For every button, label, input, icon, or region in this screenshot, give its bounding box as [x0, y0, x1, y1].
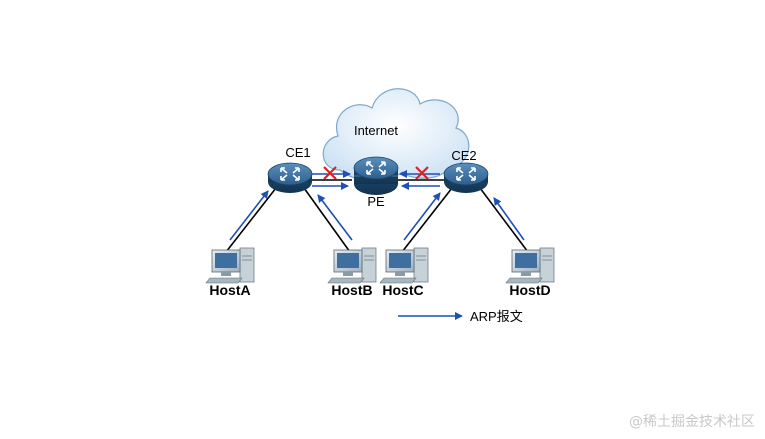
blocked-cross-left: [323, 166, 337, 180]
hostc-pc-icon: [379, 247, 429, 284]
ce2-router-icon: [443, 162, 489, 194]
pe-label: PE: [367, 194, 385, 209]
arp-arrows: [229, 170, 525, 241]
arrow-hosta-ce1: [229, 190, 269, 241]
link-ce2-hostc: [401, 187, 453, 253]
blocked-cross-right: [415, 166, 429, 180]
watermark: @稀土掘金技术社区: [629, 414, 755, 430]
arrow-hostb-ce1: [317, 194, 353, 241]
ce1-label: CE1: [285, 145, 310, 160]
hostd-pc-icon: [505, 247, 555, 284]
hostd-label: HostD: [509, 282, 550, 298]
link-ce2-hostd: [479, 187, 529, 253]
ce1-router-icon: [267, 162, 313, 194]
legend-label: ARP报文: [470, 309, 523, 324]
link-ce1-hostb: [303, 187, 351, 253]
link-ce1-hosta: [225, 187, 277, 253]
network-links: [225, 179, 529, 253]
hosta-pc-icon: [205, 247, 255, 284]
hostb-label: HostB: [331, 282, 372, 298]
hostb-pc-icon: [327, 247, 377, 284]
pe-router-icon: [353, 156, 399, 196]
hostc-label: HostC: [382, 282, 423, 298]
hosta-label: HostA: [209, 282, 250, 298]
internet-label: Internet: [354, 123, 398, 138]
ce2-label: CE2: [451, 148, 476, 163]
arrow-hostc-ce2: [403, 192, 441, 241]
arrow-hostd-ce2: [493, 197, 525, 241]
